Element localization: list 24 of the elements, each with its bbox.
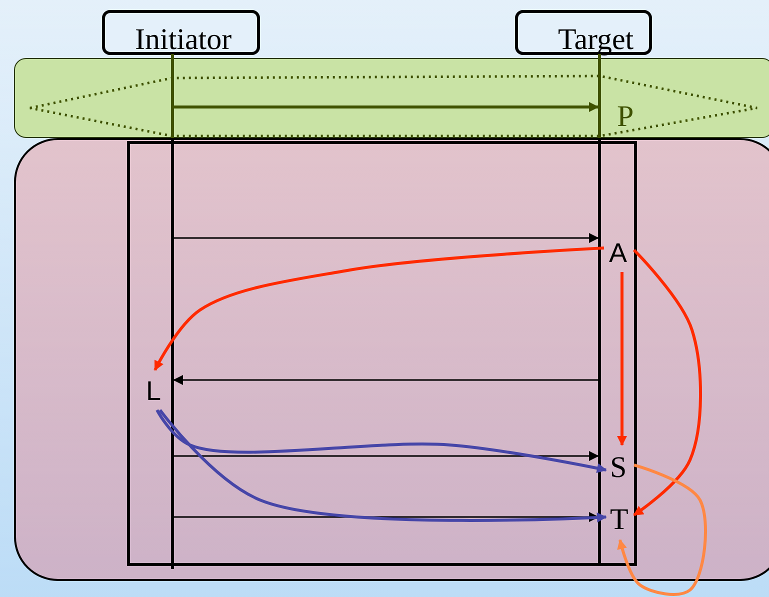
arrow — [632, 248, 702, 516]
phase-label: P — [617, 102, 634, 132]
participant-box — [515, 10, 652, 55]
arrow — [154, 246, 604, 371]
participant-label: Initiator — [135, 25, 232, 55]
arrow — [174, 451, 599, 461]
arrow — [174, 233, 599, 243]
arrow — [617, 272, 627, 446]
state-label: S — [610, 453, 627, 483]
arrow — [156, 409, 607, 474]
participant-label: Target — [558, 25, 634, 55]
frame-box — [127, 141, 637, 566]
state-label: L — [146, 378, 162, 405]
arrow — [158, 409, 607, 522]
arrow — [174, 102, 599, 112]
arrow — [173, 375, 598, 385]
frame-box — [14, 138, 769, 581]
arrow — [174, 512, 599, 522]
lifeline — [598, 54, 601, 566]
state-label: A — [609, 240, 628, 267]
participant-box — [102, 10, 260, 55]
arrow — [617, 464, 707, 596]
lifeline — [171, 54, 174, 569]
state-label: T — [610, 505, 628, 535]
